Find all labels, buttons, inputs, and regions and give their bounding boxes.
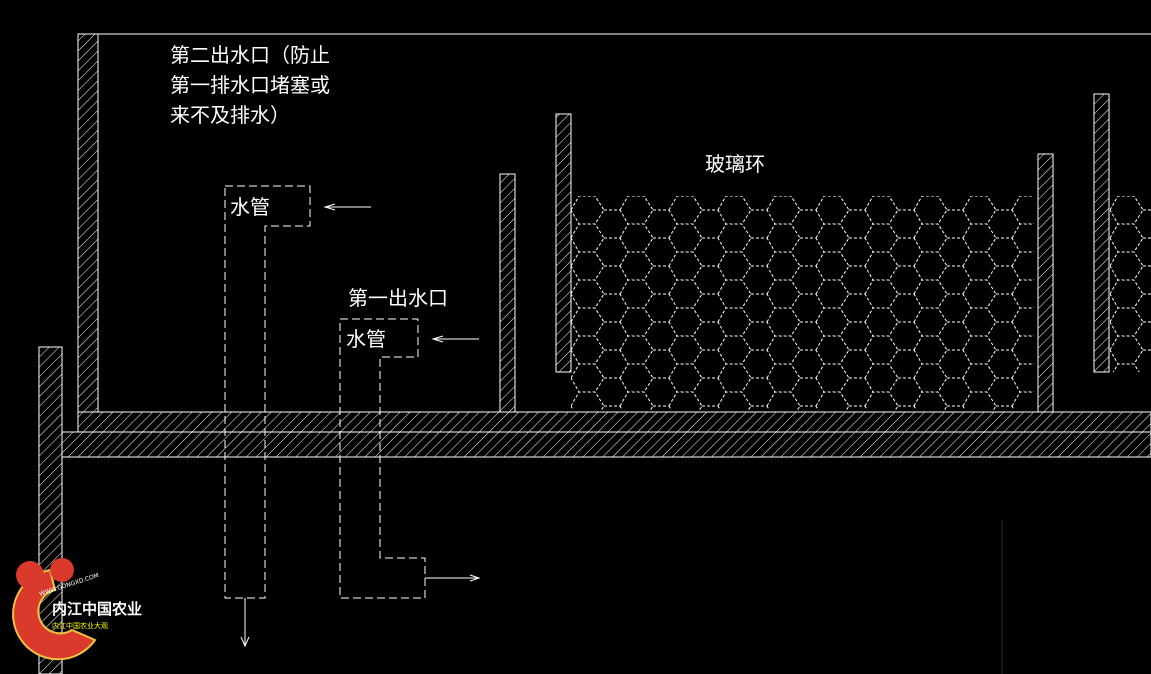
glass-ring-media-main bbox=[571, 196, 1034, 410]
second-outlet-pipe bbox=[224, 185, 311, 599]
tank-floor-upper bbox=[77, 411, 1151, 433]
partition-wall-1 bbox=[499, 173, 516, 413]
first-outlet-label: 第一出水口 bbox=[348, 286, 448, 310]
tank-floor-lower bbox=[61, 431, 1151, 458]
partition-wall-4 bbox=[1093, 93, 1110, 373]
second-outlet-label-line2: 第一排水口堵塞或 bbox=[170, 73, 330, 97]
second-outlet-label-line3: 来不及排水） bbox=[170, 103, 290, 127]
first-outlet-pipe bbox=[339, 318, 426, 599]
second-outlet-pointer-head bbox=[323, 203, 336, 211]
watermark-name: 内江中国农业 bbox=[52, 600, 142, 618]
partition-wall-3 bbox=[1037, 153, 1054, 413]
watermark-logo: WWW.GONGXD.COM 内江中国农业 内江中国农业大观 bbox=[12, 558, 142, 661]
watermark-subtitle: 内江中国农业大观 bbox=[52, 621, 108, 630]
glass-rings-label: 玻璃环 bbox=[705, 152, 765, 176]
partition-wall-2 bbox=[555, 113, 572, 373]
tank-left-wall bbox=[77, 33, 99, 413]
watermark-badge bbox=[12, 568, 97, 661]
glass-ring-media-right bbox=[1110, 196, 1151, 372]
first-outlet-pointer-head bbox=[431, 335, 444, 343]
second-outlet-drain-arrow bbox=[240, 636, 250, 648]
water-pipe-lower-label: 水管 bbox=[346, 327, 386, 351]
first-outlet-drain-arrow bbox=[469, 574, 481, 582]
second-outlet-label-line1: 第二出水口（防止 bbox=[170, 43, 330, 67]
water-pipe-upper-label: 水管 bbox=[230, 195, 270, 219]
